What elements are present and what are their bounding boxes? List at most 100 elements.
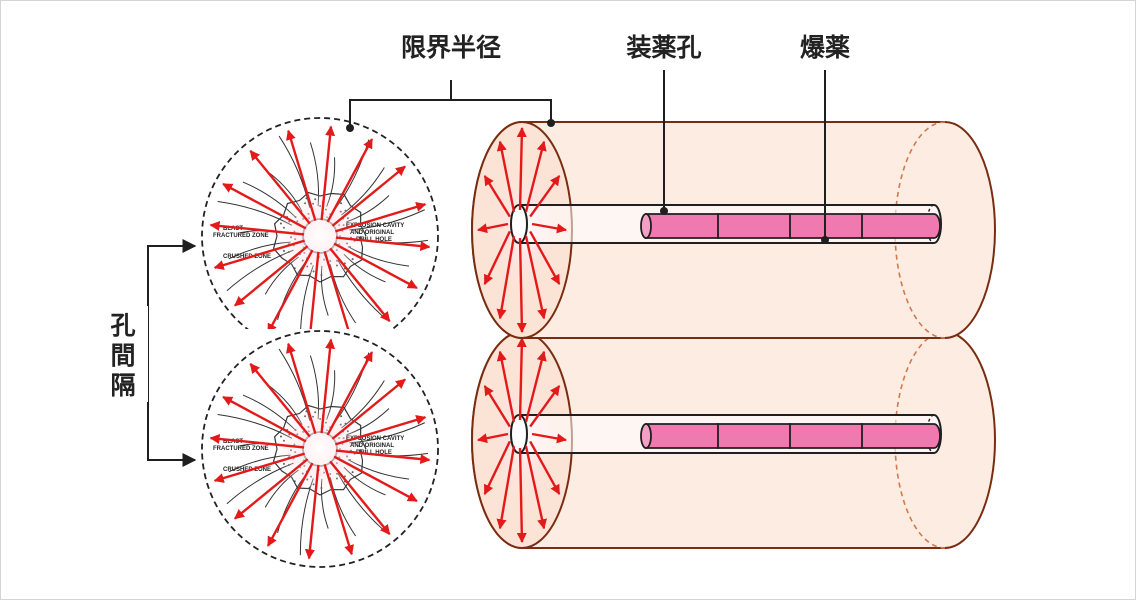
zone-label: DRILL HOLE bbox=[356, 237, 392, 243]
arrow-icon bbox=[326, 351, 374, 436]
arrow-icon bbox=[213, 239, 306, 270]
rock-cylinders bbox=[471, 121, 996, 549]
rock-cylinder bbox=[471, 121, 996, 339]
dot-marker-icon bbox=[346, 124, 354, 132]
explosive-cartridge bbox=[645, 213, 725, 239]
arrow-icon bbox=[329, 247, 391, 322]
critical-radius-bracket bbox=[346, 80, 555, 132]
arrow-icon bbox=[483, 385, 511, 428]
hole-spacing-bracket bbox=[147, 239, 197, 467]
cavity-glow bbox=[275, 191, 365, 281]
dot-marker-icon bbox=[547, 119, 555, 127]
charge-hole-label: 装薬孔 bbox=[626, 33, 701, 62]
arrow-icon bbox=[496, 350, 516, 423]
arrow-icon bbox=[320, 125, 336, 221]
arrow-icon bbox=[333, 455, 418, 503]
arrow-icon bbox=[309, 251, 320, 329]
arrow-icon bbox=[516, 126, 527, 211]
arrow-icon bbox=[524, 140, 547, 213]
arrow-icon bbox=[209, 220, 305, 236]
blast-zone-circle: BLAST-FRACTURED ZONECRUSHED ZONEEXPLOSIO… bbox=[201, 330, 439, 568]
dot-marker-icon bbox=[660, 207, 668, 215]
zone-label: FRACTURED ZONE bbox=[213, 233, 269, 239]
arrow-icon bbox=[483, 440, 511, 495]
arrow-icon bbox=[234, 245, 309, 307]
zone-label: AND ORIGINAL bbox=[350, 230, 394, 236]
arrow-icon bbox=[334, 415, 427, 446]
arrow-icon bbox=[286, 342, 317, 435]
rock-cylinder bbox=[471, 331, 996, 549]
arrow-icon bbox=[323, 463, 354, 556]
explosive-cartridge bbox=[645, 423, 725, 449]
arrow-icon bbox=[333, 242, 418, 290]
hole-spacing-char-1: 孔 bbox=[110, 311, 135, 340]
arrow-icon bbox=[496, 140, 516, 213]
arrow-icon bbox=[234, 458, 309, 520]
explosive-label: 爆薬 bbox=[800, 33, 850, 62]
arrow-icon bbox=[529, 385, 561, 428]
arrow-icon bbox=[329, 460, 391, 535]
arrow-icon bbox=[524, 350, 547, 423]
zone-label: FRACTURED ZONE bbox=[213, 446, 269, 452]
hole-spacing-char-3: 隔 bbox=[110, 371, 135, 400]
zone-label: BLAST- bbox=[223, 226, 245, 232]
zone-label: BLAST- bbox=[223, 439, 245, 445]
explosive-leader bbox=[821, 70, 829, 244]
zone-label: DRILL HOLE bbox=[356, 450, 392, 456]
explosive-cartridge-end bbox=[640, 423, 652, 449]
explosive-cartridge bbox=[717, 213, 797, 239]
arrow-icon bbox=[286, 129, 317, 222]
arrow-icon bbox=[516, 447, 527, 544]
arrow-icon bbox=[496, 235, 516, 320]
arrow-icon bbox=[267, 249, 314, 329]
zone-label: EXPLOSION CAVITY bbox=[346, 436, 404, 442]
arrow-icon bbox=[335, 236, 431, 252]
blast-zone-circles: BLAST-FRACTURED ZONECRUSHED ZONEEXPLOSIO… bbox=[201, 117, 439, 568]
explosive-cartridge bbox=[717, 423, 797, 449]
arrow-icon bbox=[304, 464, 320, 560]
arrow-icon bbox=[477, 222, 509, 234]
blast-zone-circle: BLAST-FRACTURED ZONECRUSHED ZONEEXPLOSIO… bbox=[201, 117, 439, 329]
arrow-icon bbox=[529, 440, 561, 495]
arrow-icon bbox=[331, 165, 406, 227]
arrow-icon bbox=[222, 395, 307, 443]
cavity-glow bbox=[275, 404, 365, 494]
arrow-icon bbox=[531, 432, 567, 444]
arrow-icon bbox=[323, 250, 350, 329]
arrow-icon bbox=[266, 462, 314, 547]
arrow-icon bbox=[249, 363, 311, 438]
arrow-icon bbox=[213, 452, 306, 483]
arrow-icon bbox=[516, 237, 527, 334]
arrow-icon bbox=[326, 138, 374, 223]
arrow-icon bbox=[483, 230, 511, 285]
arrow-icon bbox=[335, 449, 431, 465]
arrow-icon bbox=[320, 338, 336, 434]
arrow-icon bbox=[209, 433, 305, 449]
charge-hole-leader bbox=[660, 70, 668, 215]
arrow-icon bbox=[524, 445, 547, 530]
arrow-icon bbox=[477, 432, 509, 444]
arrow-icon bbox=[222, 182, 307, 230]
arrow-icon bbox=[531, 222, 567, 234]
dot-marker-icon bbox=[821, 236, 829, 244]
arrow-icon bbox=[529, 230, 561, 285]
zone-label: AND ORIGINAL bbox=[350, 443, 394, 449]
arrow-icon bbox=[483, 175, 511, 218]
arrow-icon bbox=[249, 150, 311, 225]
explosive-cartridge bbox=[789, 423, 869, 449]
explosive-cartridge bbox=[861, 213, 941, 239]
arrow-icon bbox=[516, 336, 527, 421]
critical-radius-label: 限界半径 bbox=[401, 33, 501, 62]
arrow-icon bbox=[529, 175, 561, 218]
explosive-cartridge-end bbox=[640, 213, 652, 239]
arrow-icon bbox=[524, 235, 547, 320]
explosive-cartridge bbox=[861, 423, 941, 449]
arrow-icon bbox=[331, 378, 406, 440]
arrow-icon bbox=[334, 202, 427, 233]
hole-spacing-char-2: 間 bbox=[110, 341, 135, 370]
explosive-cartridge bbox=[789, 213, 869, 239]
zone-label: EXPLOSION CAVITY bbox=[346, 223, 404, 229]
arrow-icon bbox=[496, 445, 516, 530]
